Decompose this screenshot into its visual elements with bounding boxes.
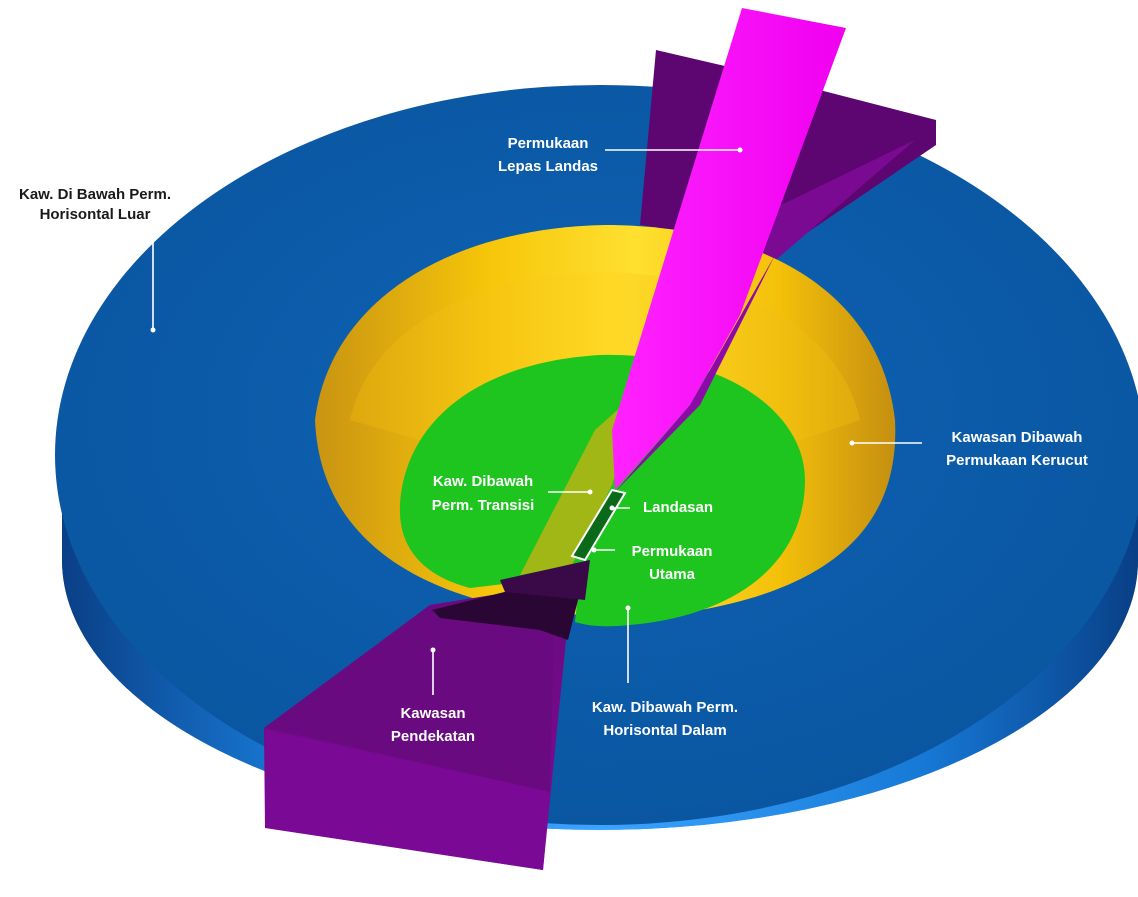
label-main-surface: Permukaan Utama <box>632 543 713 583</box>
label-takeoff-line2: Lepas Landas <box>498 158 598 175</box>
leader-dot-approach <box>430 647 436 653</box>
label-conical-line1: Kawasan Dibawah <box>952 429 1083 446</box>
label-outer-horizontal-line1: Kaw. Di Bawah Perm. <box>19 186 171 203</box>
label-inner-horizontal-line1: Kaw. Dibawah Perm. <box>592 699 738 716</box>
label-transition-line1: Kaw. Dibawah <box>433 473 533 490</box>
label-takeoff: Permukaan Lepas Landas <box>498 135 598 175</box>
label-outer-horizontal: Kaw. Di Bawah Perm. Horisontal Luar <box>19 186 171 223</box>
label-outer-horizontal-line2: Horisontal Luar <box>40 206 151 223</box>
leader-dot-runway <box>609 505 615 511</box>
label-inner-horizontal: Kaw. Dibawah Perm. Horisontal Dalam <box>592 699 738 739</box>
label-runway-line1: Landasan <box>643 499 713 516</box>
label-main-surface-line2: Utama <box>649 566 696 583</box>
takeoff-climb-surface <box>612 8 846 490</box>
leader-dot-takeoff <box>737 147 743 153</box>
leader-dot-main-surface <box>591 547 597 553</box>
label-approach-line2: Pendekatan <box>391 728 475 745</box>
label-conical-line2: Permukaan Kerucut <box>946 452 1088 469</box>
label-conical: Kawasan Dibawah Permukaan Kerucut <box>946 429 1088 469</box>
label-takeoff-line1: Permukaan <box>508 135 589 152</box>
label-approach: Kawasan Pendekatan <box>391 705 475 745</box>
transition-surface <box>520 390 640 575</box>
label-transition-line2: Perm. Transisi <box>432 497 535 514</box>
takeoff-funnel-back-side <box>740 140 915 265</box>
label-transition: Kaw. Dibawah Perm. Transisi <box>432 473 535 514</box>
label-approach-line1: Kawasan <box>400 705 465 722</box>
label-runway: Landasan <box>643 499 713 516</box>
leader-dot-transition <box>587 489 593 495</box>
approach-surface-front <box>266 730 550 870</box>
approach-surface-lip <box>500 560 590 600</box>
approach-surface-top <box>264 585 555 792</box>
label-inner-horizontal-line2: Horisontal Dalam <box>603 722 726 739</box>
leader-dot-outer-horizontal <box>150 327 156 333</box>
leader-lines <box>150 147 922 695</box>
leader-dot-conical <box>849 440 855 446</box>
leader-dot-inner-horizontal <box>625 605 631 611</box>
label-main-surface-line1: Permukaan <box>632 543 713 560</box>
